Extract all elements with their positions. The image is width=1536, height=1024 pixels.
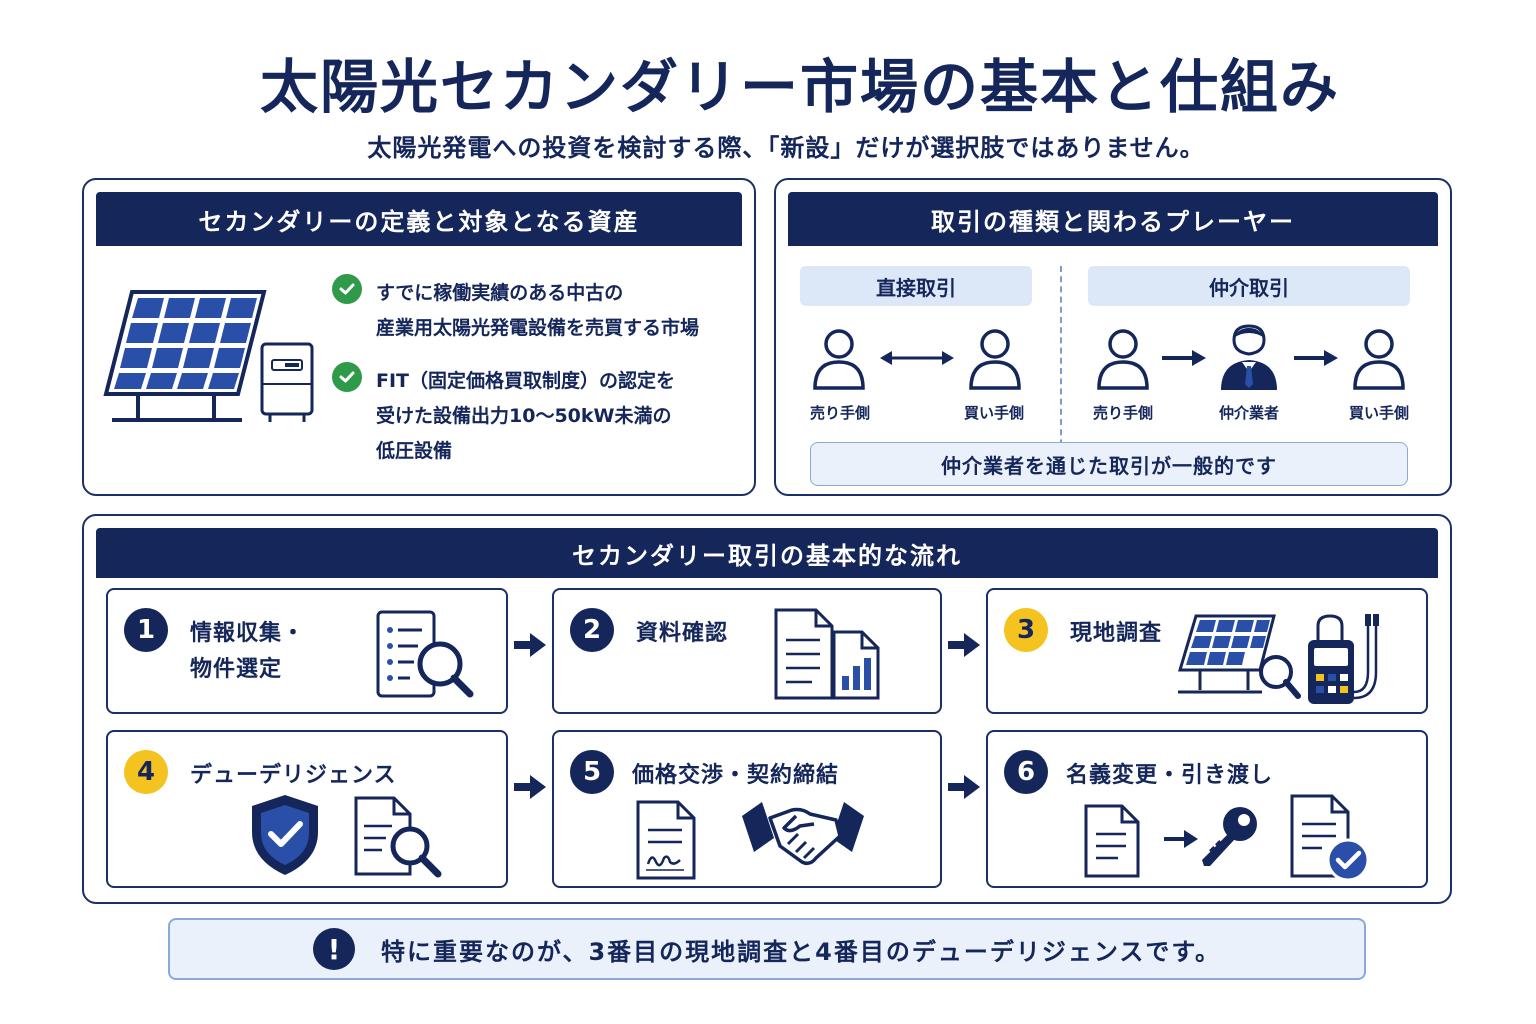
- bottom-note-text: 特に重要なのが、3番目の現地調査と4番目のデューデリジェンスです。: [380, 937, 1222, 966]
- trade-panel: 取引の種類と関わるプレーヤー 直接取引 仲介取引 売り手側 買い手側 売り手側 …: [774, 178, 1452, 496]
- definition-item-2: FIT（固定価格買取制度）の認定を 受けた設備出力10～50kW未満の 低圧設備: [332, 362, 676, 469]
- step-1-label-line1: 情報収集・: [190, 621, 306, 646]
- solar-panel-icon: [103, 290, 314, 422]
- definition-item-1-line1: すでに稼働実績のある中古の: [376, 282, 624, 304]
- buyer-icon: [969, 329, 1021, 390]
- check-icon: [332, 274, 362, 304]
- step-5-label: 価格交渉・契約締結: [632, 763, 840, 788]
- shield-check-icon: [252, 795, 318, 875]
- definition-item-1: すでに稼働実績のある中古の 産業用太陽光発電設備を売買する市場: [332, 274, 700, 346]
- step-5: 5 価格交渉・契約締結: [552, 730, 942, 888]
- trade-header: 取引の種類と関わるプレーヤー: [788, 192, 1438, 246]
- flow-arrow-icon: [514, 775, 546, 799]
- definition-header: セカンダリーの定義と対象となる資産: [96, 192, 742, 246]
- step-4-number: 4: [124, 750, 168, 794]
- step-1-number: 1: [124, 608, 168, 652]
- trade-note: 仲介業者を通じた取引が一般的です: [810, 442, 1408, 486]
- handshake-icon: [742, 802, 864, 866]
- document-check-icon: [1290, 794, 1370, 882]
- multimeter-icon: [1308, 614, 1379, 704]
- bottom-note: ! 特に重要なのが、3番目の現地調査と4番目のデューデリジェンスです。: [168, 918, 1366, 980]
- double-arrow-icon: [880, 351, 954, 365]
- direct-buyer-label: 買い手側: [963, 404, 1024, 422]
- page-subtitle: 太陽光発電への投資を検討する際、「新設」だけが選択肢ではありません。: [367, 134, 1205, 162]
- step-5-number: 5: [570, 750, 614, 794]
- step-2: 2 資料確認: [552, 588, 942, 714]
- broker-label: 仲介業者: [1218, 404, 1279, 422]
- step-3: 3 現地調査: [986, 588, 1428, 714]
- arrow-right-icon: [1162, 350, 1206, 366]
- definition-item-2-line3: 低圧設備: [376, 440, 453, 462]
- flow-arrow-icon: [514, 633, 546, 657]
- step-2-label: 資料確認: [636, 621, 729, 646]
- buyer-icon: [1353, 329, 1405, 390]
- seller-icon: [1097, 329, 1149, 390]
- broker-seller-label: 売り手側: [1092, 404, 1153, 422]
- step-1: 1 情報収集・ 物件選定: [106, 588, 508, 714]
- key-icon: [1202, 807, 1257, 866]
- step-3-label: 現地調査: [1070, 621, 1163, 646]
- exclamation-icon: !: [312, 928, 355, 970]
- definition-panel: セカンダリーの定義と対象となる資産 すでに稼働実績のある中古の 産業用太陽光発電…: [82, 178, 756, 496]
- divider: [1060, 266, 1062, 476]
- step-6-number: 6: [1004, 750, 1048, 794]
- arrow-right-icon: [1164, 830, 1198, 848]
- step-2-number: 2: [570, 608, 614, 652]
- flow-header: セカンダリー取引の基本的な流れ: [96, 528, 1438, 578]
- check-icon: [332, 362, 362, 392]
- page-title: 太陽光セカンダリー市場の基本と仕組み: [259, 53, 1340, 121]
- step-4: 4 デューデリジェンス: [106, 730, 508, 888]
- flow-arrow-icon: [948, 633, 980, 657]
- direct-seller-label: 売り手側: [809, 404, 870, 422]
- step-6-label: 名義変更・引き渡し: [1066, 763, 1274, 788]
- definition-item-2-line2: 受けた設備出力10～50kW未満の: [376, 405, 672, 427]
- signed-contract-icon: [636, 800, 696, 880]
- document-icon: [1084, 804, 1140, 878]
- definition-item-1-line2: 産業用太陽光発電設備を売買する市場: [376, 317, 700, 339]
- step-1-label-line2: 物件選定: [190, 657, 283, 682]
- seller-icon: [813, 329, 865, 390]
- step-3-number: 3: [1004, 608, 1048, 652]
- step-4-label: デューデリジェンス: [190, 763, 397, 788]
- document-search-icon: [354, 796, 442, 878]
- arrow-right-icon: [1294, 350, 1338, 366]
- broker-icon: [1221, 324, 1277, 390]
- documents-chart-icon: [774, 608, 880, 700]
- solar-inspection-icon: [1177, 614, 1301, 699]
- flow-arrow-icon: [948, 775, 980, 799]
- broker-trade-label: 仲介取引: [1088, 266, 1410, 306]
- definition-item-2-line1: FIT（固定価格買取制度）の認定を: [376, 370, 676, 392]
- direct-trade-label: 直接取引: [800, 266, 1032, 306]
- broker-buyer-label: 買い手側: [1348, 404, 1409, 422]
- step-6: 6 名義変更・引き渡し: [986, 730, 1428, 888]
- checklist-search-icon: [376, 610, 474, 698]
